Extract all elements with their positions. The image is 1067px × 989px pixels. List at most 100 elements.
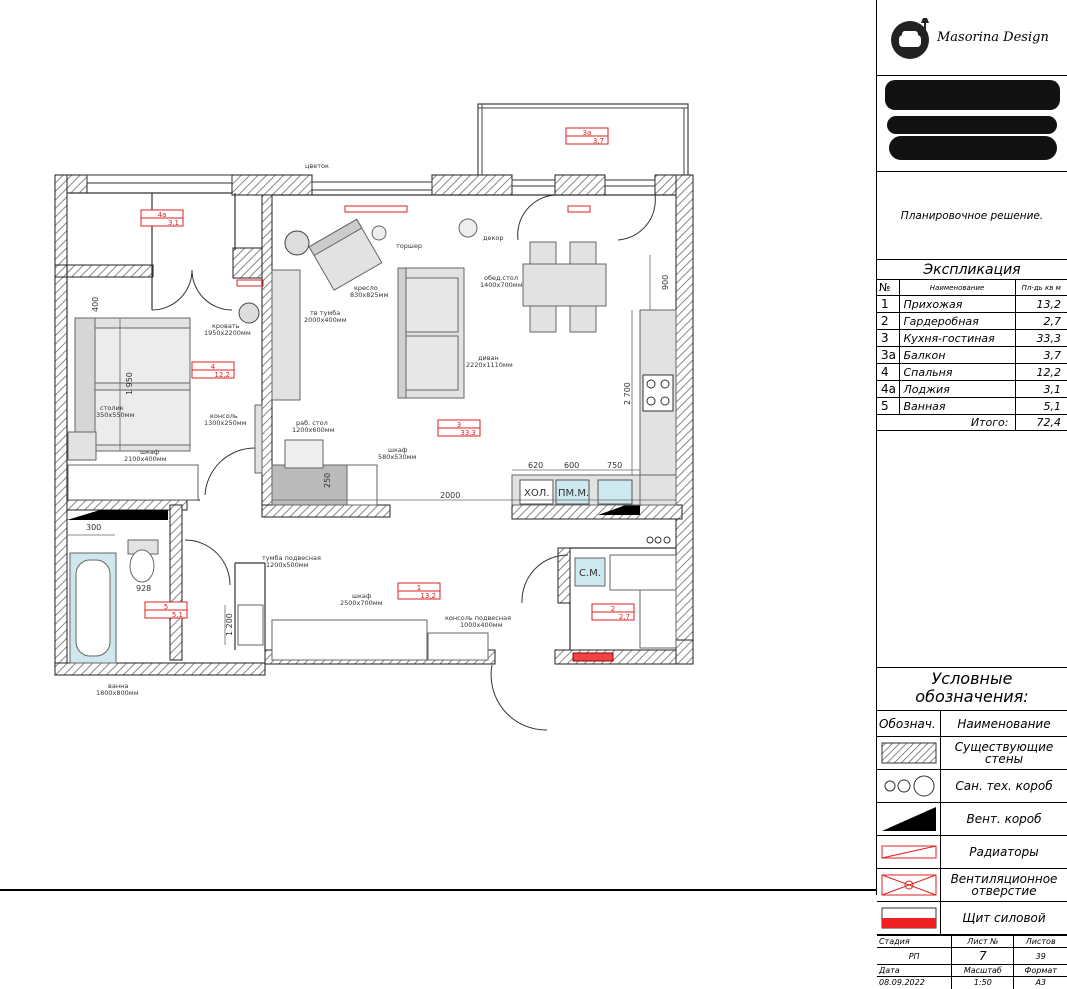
- col-name: Наименование: [899, 280, 1016, 296]
- legend-item: Сан. тех. короб: [877, 770, 1067, 803]
- room-area: 3,7: [593, 137, 604, 145]
- dim-250: 250: [323, 473, 332, 488]
- legend-item-line2: стены: [984, 752, 1024, 766]
- stamp-h2: Лист №: [951, 936, 1015, 948]
- row-area: 12,2: [1036, 365, 1062, 379]
- radiator: [236, 279, 264, 287]
- room-area: 2,7: [619, 613, 630, 621]
- brand-name: Masorina Design: [937, 30, 1049, 45]
- stamp-h6: Формат: [1024, 966, 1057, 975]
- room-area: 13,2: [420, 592, 436, 600]
- room-area: 3,1: [168, 219, 179, 227]
- label-flower: цветок: [305, 162, 329, 170]
- dishwasher-label: ПМ.М.: [558, 488, 589, 499]
- legend-item-text: Щит силовой: [941, 902, 1067, 934]
- room-number: 3а: [583, 129, 592, 137]
- room-tag-3a: 3а3,7: [565, 127, 609, 145]
- row-area: 3,7: [1043, 348, 1062, 362]
- dim-1950: 1 950: [125, 372, 134, 395]
- total-value: 72,4: [1036, 416, 1062, 429]
- room-area: 5,1: [172, 611, 183, 619]
- hatched-wall-icon: [877, 737, 941, 769]
- redacted-block: [877, 76, 1067, 172]
- dim-900: 900: [661, 275, 670, 290]
- room-area: 33,3: [460, 429, 476, 437]
- vent-shaft: [67, 510, 168, 520]
- plumbing-shaft-icon: [877, 770, 941, 802]
- stamp-v4: 08.09.2022: [877, 976, 953, 989]
- stamp: Стадия Лист № Листов РП 7 39 Дата Масшта…: [877, 936, 1067, 989]
- power-panel-icon: [877, 902, 941, 934]
- stamp-h3: Листов: [1025, 937, 1056, 946]
- legend-item-line1: Вент. короб: [966, 812, 1042, 826]
- stamp-v6: А3: [1035, 978, 1047, 988]
- vent-shaft-icon: [877, 803, 941, 835]
- row-num: 4: [877, 363, 900, 381]
- total-label: Итого:: [899, 414, 1016, 431]
- legend: Условные обозначения: Обознач. Наименова…: [877, 668, 1067, 936]
- row-num: 3: [877, 329, 900, 347]
- vent-opening-icon: [877, 869, 941, 901]
- row-name: Балкон: [899, 346, 1016, 364]
- room-number: 1: [417, 584, 421, 592]
- washer-label: С.М.: [579, 568, 601, 579]
- explication-title: Экспликация: [877, 260, 1067, 280]
- title-block: Masorina Design Планировочное решение. Э…: [876, 0, 1067, 989]
- stamp-v5: 1:50: [951, 976, 1015, 989]
- stamp-v3: 39: [1035, 951, 1046, 961]
- dim-928: 928: [136, 584, 151, 593]
- dim-2000: 2000: [440, 491, 460, 500]
- legend-item-line1: Существующие: [954, 740, 1054, 754]
- brand-header: Masorina Design: [877, 0, 1067, 76]
- row-area: 3,1: [1043, 382, 1062, 396]
- row-num: 3а: [877, 346, 900, 364]
- row-area: 13,2: [1036, 297, 1062, 311]
- dim-2700: 2 700: [623, 382, 632, 405]
- legend-title-2: обозначения:: [915, 687, 1029, 706]
- legend-item-line1: Радиаторы: [969, 845, 1039, 859]
- room-area: 12,2: [214, 371, 230, 379]
- room-tag-4a: 4а3,1: [140, 209, 184, 227]
- legend-item-line1: Щит силовой: [962, 911, 1046, 925]
- col-num: №: [877, 280, 900, 296]
- dim-400: 400: [91, 297, 100, 312]
- stamp-h1: Стадия: [877, 936, 953, 948]
- legend-item-text: Сан. тех. короб: [941, 770, 1067, 802]
- label-dekor: декор: [483, 234, 504, 242]
- dim-600: 600: [564, 461, 579, 470]
- room-number: 5: [164, 603, 168, 611]
- legend-item-text: Радиаторы: [941, 836, 1067, 868]
- room-tag-1: 113,2: [397, 582, 441, 600]
- row-area: 2,7: [1043, 314, 1062, 328]
- stamp-h5: Масштаб: [951, 964, 1015, 977]
- radiator: [344, 205, 408, 213]
- dim-300: 300: [86, 523, 101, 532]
- stamp-v1: РП: [877, 947, 953, 965]
- legend-col-symbol: Обознач.: [877, 711, 941, 736]
- room-number: 4: [211, 363, 216, 371]
- legend-item-line1: Сан. тех. короб: [955, 779, 1053, 793]
- stamp-h4: Дата: [877, 964, 953, 977]
- stamp-v2: 7: [951, 947, 1015, 965]
- room-tag-5: 55,1: [144, 601, 188, 619]
- armchair-logo-icon: [891, 17, 929, 59]
- power-panel: [572, 652, 614, 662]
- row-area: 5,1: [1043, 399, 1062, 413]
- legend-item: Радиаторы: [877, 836, 1067, 869]
